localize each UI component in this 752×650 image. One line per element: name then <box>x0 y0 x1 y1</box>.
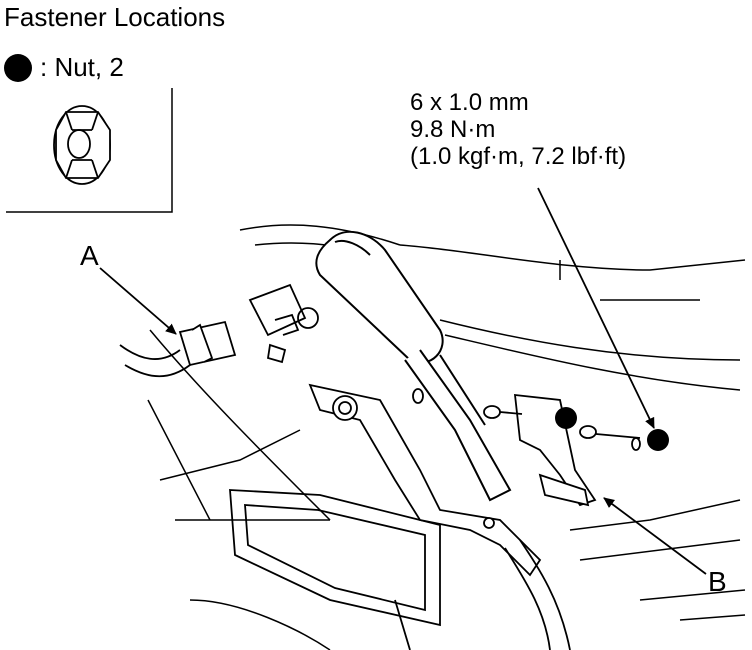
lever-bracket <box>308 383 542 577</box>
nut-symbol-icon <box>4 53 32 82</box>
nut-inset <box>6 88 173 213</box>
fastener-legend: : Nut, 2 <box>4 52 124 83</box>
parking-brake-lever <box>315 230 512 502</box>
flange-nut-icon <box>53 105 111 185</box>
leader-lines <box>99 187 707 575</box>
torque-spec: 6 x 1.0 mm 9.8 N·m (1.0 kgf·m, 7.2 lbf·f… <box>410 89 626 170</box>
spec-torque-nm: 9.8 N·m <box>410 116 496 143</box>
figure-title: Fastener Locations <box>4 2 226 32</box>
parking-brake-switch <box>412 388 641 507</box>
callout-a: A <box>80 240 99 271</box>
brake-cable <box>504 539 571 650</box>
spec-torque-alt: (1.0 kgf·m, 7.2 lbf·ft) <box>410 143 627 170</box>
floor-panel <box>229 489 441 650</box>
nut-marker-1 <box>555 407 577 429</box>
callout-b: B <box>708 566 727 597</box>
legend-text: : Nut, 2 <box>40 52 124 82</box>
connector-a <box>119 283 319 378</box>
spec-size: 6 x 1.0 mm <box>410 89 529 116</box>
nut-marker-2 <box>647 429 669 451</box>
